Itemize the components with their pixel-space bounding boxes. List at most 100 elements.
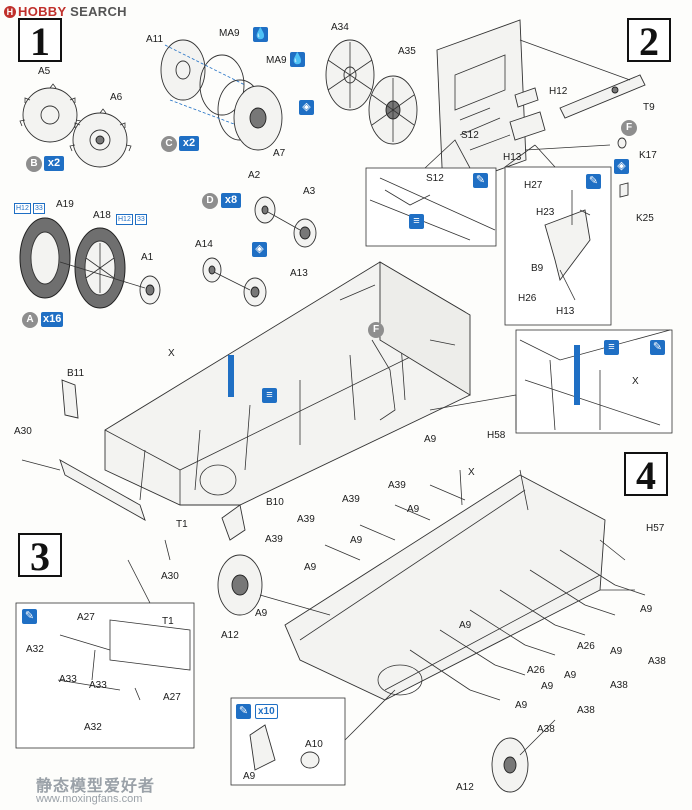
paint-code-h12-a19: H12 [14, 203, 31, 214]
step3-box [15, 559, 195, 749]
label-a33-1: A33 [59, 674, 77, 685]
label-h26: H26 [518, 293, 537, 304]
multiplier-c: x2 [179, 136, 199, 151]
paint-drop-icon: 💧 [253, 27, 268, 42]
label-a9-2: A9 [350, 535, 363, 546]
paint-drop-icon-2: 💧 [290, 52, 305, 67]
label-a13: A13 [290, 268, 308, 279]
step-4-number: 4 [624, 452, 668, 498]
label-h27: H27 [524, 180, 543, 191]
label-a33-2: A33 [89, 680, 107, 691]
label-a30-2: A30 [161, 571, 179, 582]
paint-code-h12-a18: H12 [116, 214, 133, 225]
part-h13 [509, 111, 546, 141]
multiplier-d: x8 [221, 193, 241, 208]
hub-a1 [59, 261, 161, 305]
label-a9-7: A9 [610, 646, 623, 657]
label-a2: A2 [248, 170, 261, 181]
cement-icon: ✎ [473, 173, 488, 188]
step-3-number: 3 [18, 533, 62, 579]
idler-wheel-a11 [160, 39, 206, 101]
label-k17: K17 [639, 150, 657, 161]
label-a38-3: A38 [577, 705, 595, 716]
label-x-inset: X [632, 376, 639, 387]
label-s12: S12 [461, 130, 479, 141]
label-s12-inset: S12 [426, 173, 444, 184]
label-a9-9: A9 [541, 681, 554, 692]
label-a18: A18 [93, 210, 111, 221]
label-a39-2: A39 [342, 494, 360, 505]
bar-t9 [519, 39, 646, 151]
label-a9-inset: A9 [243, 771, 256, 782]
roller-a13 [213, 271, 267, 307]
cement-icon-inset: ✎ [650, 340, 665, 355]
label-a10: A10 [305, 739, 323, 750]
label-a27-1: A27 [77, 612, 95, 623]
label-a32-2: A32 [84, 722, 102, 733]
label-t1: T1 [176, 519, 188, 530]
label-a39-1: A39 [388, 480, 406, 491]
label-a32-1: A32 [26, 644, 44, 655]
label-a9-6: A9 [459, 620, 472, 631]
inset-a10 [230, 689, 396, 786]
idler-wheel-a7 [233, 85, 283, 151]
hull-inset [429, 329, 673, 434]
label-h57: H57 [646, 523, 665, 534]
label-a38-4: A38 [537, 724, 555, 735]
label-h58: H58 [487, 430, 506, 441]
paint-area-icon-inset: ≡ [604, 340, 619, 355]
step-1-number: 1 [18, 18, 62, 64]
label-a9-10: A9 [515, 700, 528, 711]
symmetry-icon-2: ◈ [252, 242, 267, 257]
label-a26-1: A26 [527, 665, 545, 676]
label-h12: H12 [549, 86, 568, 97]
inset-h27 [504, 144, 612, 326]
label-a9-3: A9 [304, 562, 317, 573]
label-a19: A19 [56, 199, 74, 210]
road-wheel-a34 [325, 39, 375, 111]
clip-k25 [619, 182, 629, 198]
label-a14: A14 [195, 239, 213, 250]
roller-a14 [202, 257, 222, 283]
rail-t1 [21, 459, 171, 561]
header-search: SEARCH [70, 4, 127, 19]
watermark-url: www.moxingfans.com [36, 793, 143, 805]
runner-b-badge: B [26, 156, 42, 172]
runner-d-badge: D [202, 193, 218, 209]
label-a9-8: A9 [564, 670, 577, 681]
hobbysearch-logo-icon: H [4, 6, 16, 18]
symmetry-icon: ◈ [299, 100, 314, 115]
label-a9-top: A9 [424, 434, 437, 445]
label-a26-2: A26 [577, 641, 595, 652]
label-a39-4: A39 [265, 534, 283, 545]
sprocket-a12-rear [491, 719, 556, 793]
label-a12-1: A12 [221, 630, 239, 641]
paint-code-h33-a19: 33 [33, 203, 45, 214]
step-2-number: 2 [627, 18, 671, 64]
label-a39-3: A39 [297, 514, 315, 525]
sprocket-a6 [69, 108, 132, 168]
tire-a18 [74, 227, 126, 309]
label-a7: A7 [273, 148, 286, 159]
runner-c-badge: C [161, 136, 177, 152]
tire-a19 [19, 217, 71, 299]
paint-code-h33-a18: 33 [135, 214, 147, 225]
label-a11: A11 [146, 34, 164, 45]
label-x: X [168, 348, 175, 359]
pin-k17 [617, 137, 627, 149]
label-a9-4: A9 [255, 608, 268, 619]
label-a38-1: A38 [648, 656, 666, 667]
runner-a-badge: A [22, 312, 38, 328]
roller-a2 [254, 196, 276, 224]
fender-b11 [61, 379, 79, 419]
roller-a3 [267, 211, 317, 248]
label-a30-1: A30 [14, 426, 32, 437]
label-ma9-1: MA9 [219, 28, 240, 39]
multiplier-a: x16 [41, 312, 64, 327]
symmetry-icon-3: ◈ [614, 159, 629, 174]
label-a38-2: A38 [610, 680, 628, 691]
idler-a12-front [217, 554, 331, 616]
label-b9: B9 [531, 263, 544, 274]
